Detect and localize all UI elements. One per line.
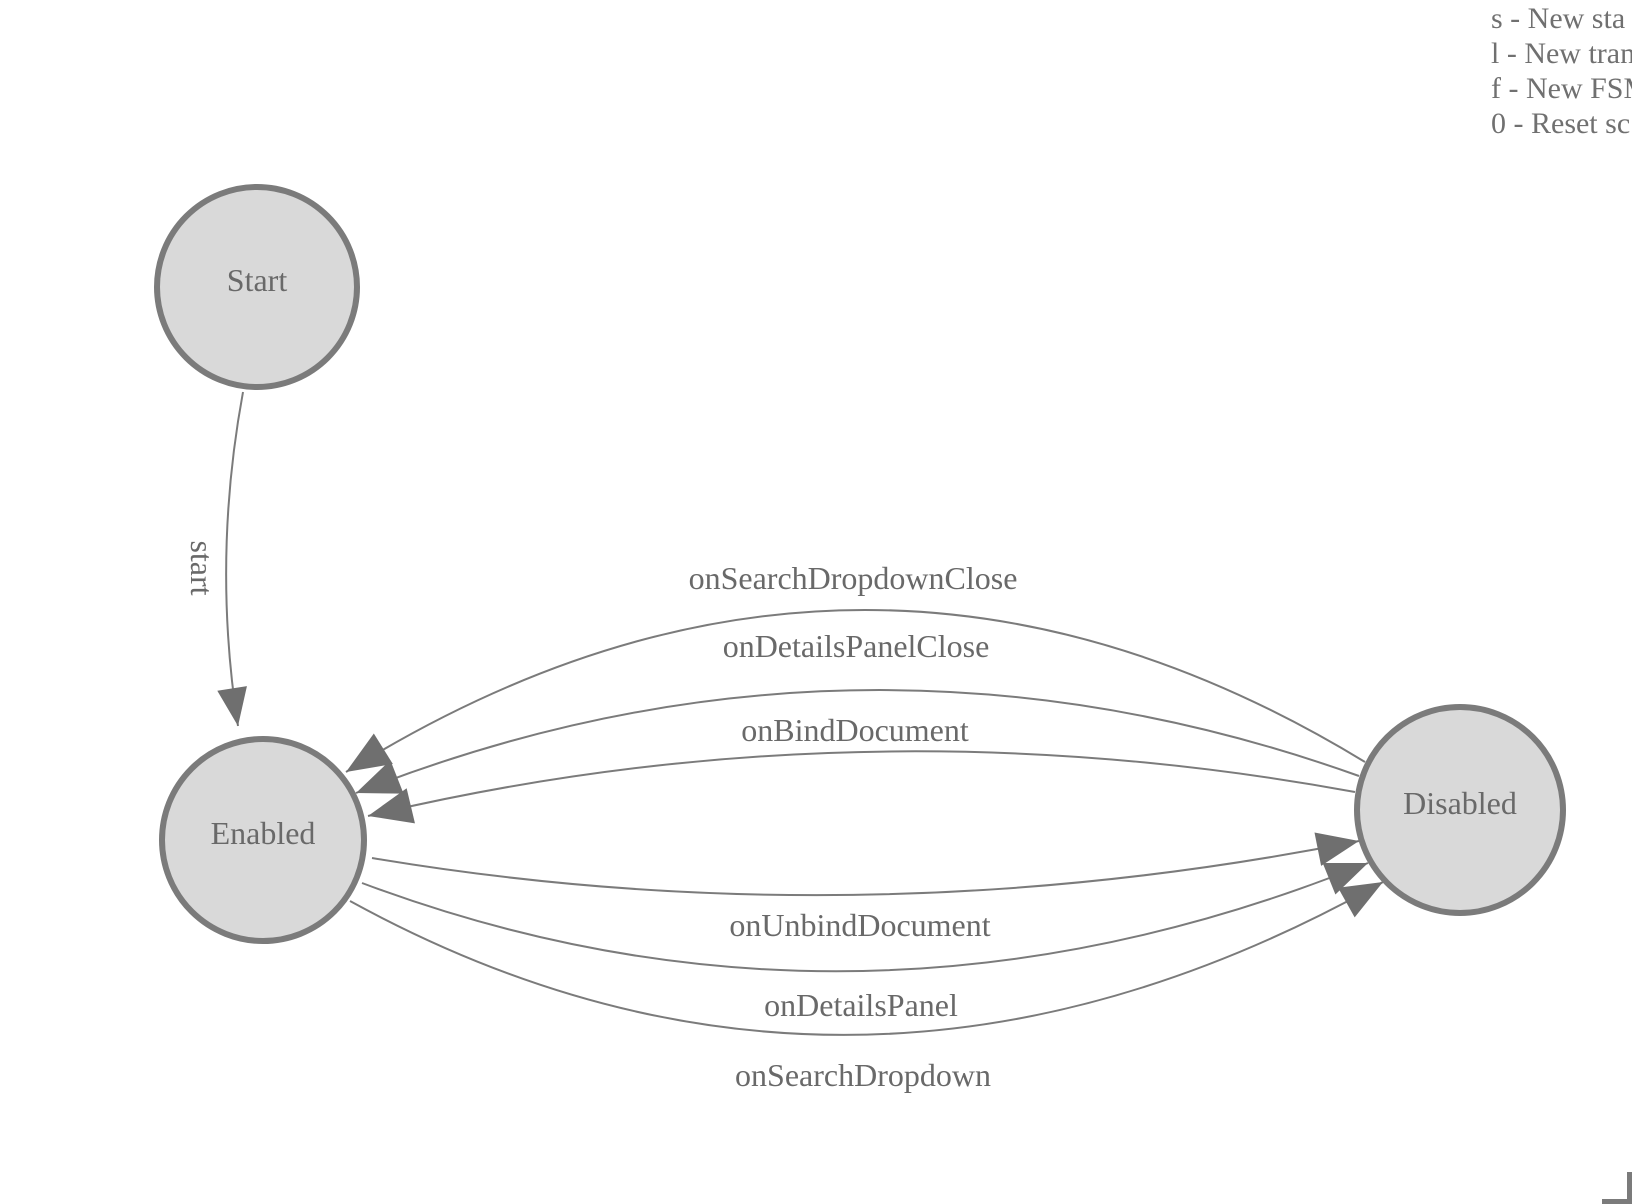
offscreen-shape-vertical-edge bbox=[1627, 1172, 1632, 1204]
transition-edge-onDetailsPanelClose[interactable] bbox=[355, 689, 1360, 794]
transition-edge-onUnbindDocument[interactable] bbox=[371, 840, 1360, 897]
transition-label-onSearchDropdownClose: onSearchDropdownClose bbox=[689, 560, 1018, 596]
shortcuts-legend: s - New sta l - New tran f - New FSM 0 -… bbox=[1491, 1, 1632, 141]
arrowhead-onBindDocument bbox=[368, 788, 415, 824]
transition-edge-onDetailsPanel[interactable] bbox=[361, 862, 1369, 973]
state-circle-start[interactable] bbox=[154, 184, 360, 390]
transition-label-onBindDocument: onBindDocument bbox=[741, 712, 969, 748]
legend-line-new-transition: l - New tran bbox=[1491, 37, 1632, 70]
arrowhead-onSearchDropdown bbox=[1338, 882, 1383, 918]
transition-label-onDetailsPanelClose: onDetailsPanelClose bbox=[723, 628, 990, 664]
transition-label-onSearchDropdown: onSearchDropdown bbox=[735, 1057, 991, 1093]
state-label-enabled: Enabled bbox=[211, 815, 316, 851]
arrowhead-onUnbindDocument bbox=[1314, 832, 1359, 866]
transition-edge-start[interactable] bbox=[225, 391, 244, 727]
arrowhead-start bbox=[217, 686, 247, 726]
offscreen-shape-fragment bbox=[1602, 1172, 1632, 1204]
arrowhead-onSearchDropdownClose bbox=[346, 733, 393, 772]
transition-label-onDetailsPanel: onDetailsPanel bbox=[764, 987, 958, 1023]
legend-line-new-state: s - New sta bbox=[1491, 2, 1626, 35]
transition-label-onUnbindDocument: onUnbindDocument bbox=[729, 907, 990, 943]
transition-label-start: start bbox=[184, 540, 220, 595]
transition-edge-onBindDocument[interactable] bbox=[367, 750, 1356, 817]
state-label-start: Start bbox=[227, 262, 288, 298]
offscreen-shape-horizontal-edge bbox=[1602, 1199, 1632, 1204]
arrowhead-onDetailsPanelClose bbox=[356, 760, 404, 794]
arrowhead-onDetailsPanel bbox=[1322, 862, 1368, 895]
legend-line-reset: 0 - Reset sc bbox=[1491, 107, 1631, 140]
transition-edge-onSearchDropdownClose[interactable] bbox=[345, 609, 1366, 773]
state-circle-disabled[interactable] bbox=[1354, 704, 1566, 916]
transition-edge-onSearchDropdown[interactable] bbox=[349, 881, 1384, 1036]
state-circle-enabled[interactable] bbox=[159, 736, 367, 944]
legend-line-new-fsm: f - New FSM bbox=[1491, 72, 1632, 105]
state-label-disabled: Disabled bbox=[1403, 785, 1517, 821]
